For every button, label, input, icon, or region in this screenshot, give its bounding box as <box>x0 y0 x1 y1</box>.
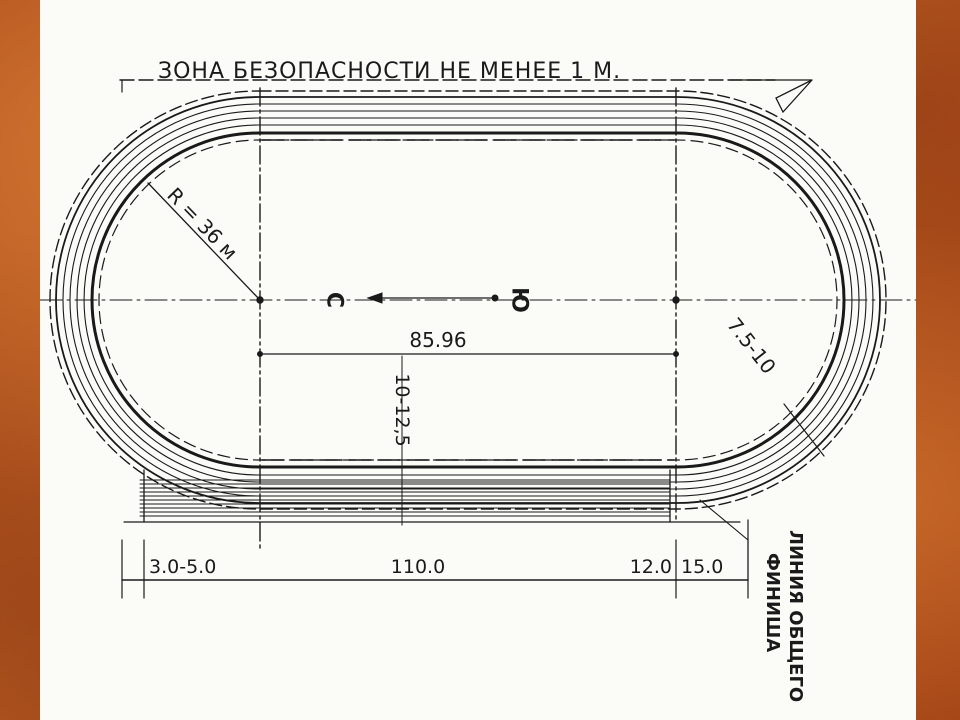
dim-right-a-label: 12.0 <box>630 556 672 578</box>
dim-main-label: 110.0 <box>391 556 445 578</box>
inner-track-edge <box>90 131 846 469</box>
field-gap-label: 10-12,5 <box>391 373 413 446</box>
radius-line <box>147 182 261 301</box>
safety-arrow-head <box>775 79 813 114</box>
outer-boundary <box>49 90 887 510</box>
lane-line-4 <box>76 117 860 483</box>
center-distance-tick-right <box>673 351 679 357</box>
lane-line-3 <box>69 110 867 490</box>
left-center-point <box>256 296 264 304</box>
safety-zone-caption: ЗОНА БЕЗОПАСНОСТИ НЕ МЕНЕЕ 1 М. <box>158 59 621 84</box>
curve-offset-label: 7.5-10 <box>722 313 781 379</box>
finish-line-label-2: ФИНИША <box>762 553 783 652</box>
finish-straight-hatching <box>139 479 671 517</box>
curve-offset-line <box>783 403 825 457</box>
south-letter: С <box>322 292 347 308</box>
center-distance-label: 85.96 <box>409 328 466 352</box>
lane-line-1 <box>55 96 881 504</box>
lane-line-5 <box>83 124 853 476</box>
dim-right-b-label: 15.0 <box>681 556 723 578</box>
dim-left-label: 3.0-5.0 <box>149 556 216 578</box>
right-center-point <box>672 296 680 304</box>
center-distance-tick-left <box>257 351 263 357</box>
direction-arrow-head <box>366 292 383 304</box>
field-boundary <box>98 139 838 461</box>
finish-leader <box>699 499 749 581</box>
track-drawing: ЗОНА БЕЗОПАСНОСТИ НЕ МЕНЕЕ 1 М. R = 36 м… <box>40 59 916 702</box>
finish-line-label-1: ЛИНИЯ ОБЩЕГО <box>785 530 806 702</box>
lane-line-2 <box>62 103 874 497</box>
drawing-panel: ЗОНА БЕЗОПАСНОСТИ НЕ МЕНЕЕ 1 М. R = 36 м… <box>40 0 916 720</box>
radius-label: R = 36 м <box>162 183 242 265</box>
direction-arrow-tail <box>491 294 499 302</box>
north-letter: Ю <box>507 287 532 313</box>
